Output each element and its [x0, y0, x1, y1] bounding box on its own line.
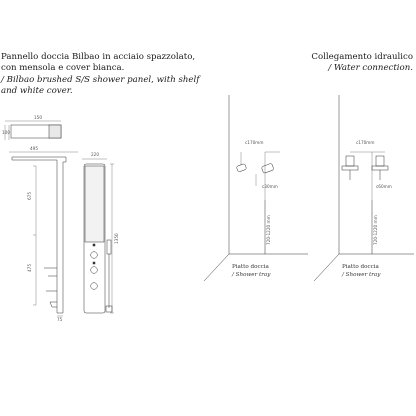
drawing-front-view: [82, 158, 114, 314]
connection-title-en: / Water connection.: [328, 63, 413, 74]
connection-title-it: Collegamento idraulico: [311, 52, 413, 62]
dim-475: 475: [27, 264, 32, 272]
conn-right-dim-170: c170mm: [356, 140, 374, 145]
conn-right-tray-it: Piatto doccia: [342, 264, 380, 270]
dim-100: 100: [2, 130, 10, 135]
dim-1350: 1350: [114, 233, 119, 244]
drawing-side-view: [9, 151, 78, 317]
conn-left-tray-en: / Shower tray: [231, 272, 271, 278]
title-en-line1: / Bilbao brushed S/S shower panel, with …: [1, 74, 200, 85]
conn-left-height: 720-1220 mm: [266, 215, 271, 245]
conn-right-height: 720-1220 mm: [373, 215, 378, 245]
dim-220: 220: [91, 152, 99, 157]
title-it-line2: con mensola e cover bianca.: [1, 63, 125, 74]
dim-675: 675: [27, 192, 32, 200]
dim-75: 75: [57, 317, 63, 322]
conn-right-tray-en: / Shower tray: [341, 272, 381, 278]
conn-left-tray-it: Piatto doccia: [232, 264, 270, 270]
conn-left-dim-30: c30mm: [262, 184, 278, 189]
connection-heading: Collegamento idraulico / Water connectio…: [293, 52, 413, 75]
conn-right-dim-60: c60mm: [376, 184, 392, 189]
title-it-line1: Pannello doccia Bilbao in acciaio spazzo…: [1, 52, 196, 62]
title-en-line2: and white cover.: [1, 86, 73, 97]
drawing-connection-left: [203, 95, 308, 282]
drawing-connection-right: [313, 95, 414, 282]
dim-495: 495: [30, 146, 38, 151]
dim-150: 150: [34, 115, 42, 120]
product-description: Pannello doccia Bilbao in acciaio spazzo…: [1, 52, 201, 98]
conn-left-dim-170: c170mm: [245, 140, 263, 145]
drawing-top-view: [4, 120, 62, 140]
